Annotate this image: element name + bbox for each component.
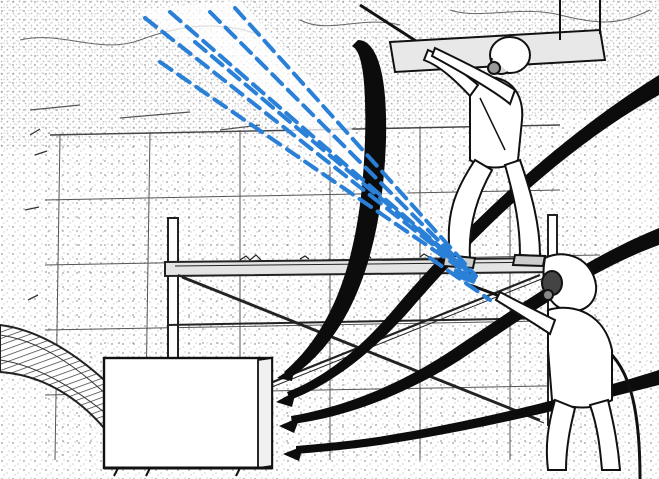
negative-air-machine [104,358,272,476]
